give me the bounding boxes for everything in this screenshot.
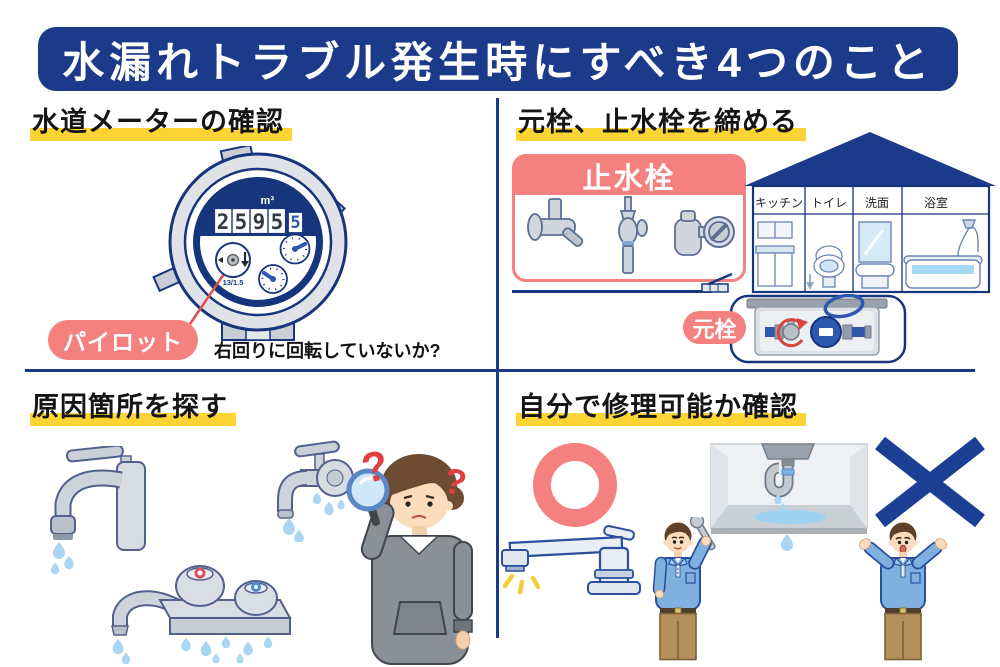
valve-handle-loop: [823, 294, 865, 319]
heading-highlight: 水道メーターの確認: [30, 107, 292, 141]
sparkle-icon: [502, 573, 541, 595]
frown-mouth: [411, 515, 427, 519]
washbasin-icon: [855, 221, 895, 289]
cold-indicator: [251, 582, 261, 592]
ng-cross-icon: [875, 437, 985, 528]
meter-unit: m³: [261, 195, 275, 207]
room-label-washroom: 洗面: [865, 196, 889, 210]
pilot-spec-label: 13/1.5: [223, 278, 244, 287]
service-stopcock-icon: [701, 272, 733, 293]
meter-caption: 右回りに回転していないか?: [214, 341, 441, 361]
stop-valve-card: 止水栓: [512, 154, 746, 282]
inline-valve-icon: [618, 196, 648, 274]
leak-puddle: [754, 510, 826, 524]
heading-find-cause: 原因箇所を探す: [30, 385, 236, 426]
repaired-faucet: [501, 525, 641, 595]
meter-sub-digit: 5: [290, 213, 300, 233]
under-sink-leak: [710, 443, 868, 534]
water-drop-icon: [781, 534, 793, 551]
angle-valve-slot-icon: [674, 210, 735, 256]
angle-valve-lever-icon: [527, 198, 584, 247]
meter-sub-dials: [258, 233, 311, 294]
pilot-dial: 13/1.5: [215, 242, 251, 287]
heading-highlight: 元栓、止水栓を締める: [516, 107, 806, 141]
pilot-label: パイロット: [48, 320, 198, 360]
hot-indicator: [194, 567, 206, 579]
two-handle-faucet-dripping: [111, 565, 292, 664]
ground-line: [512, 290, 712, 293]
water-meter-illustration: m³ 2 5 9 5 5: [152, 146, 348, 341]
heading-close-valves: 元栓、止水栓を締める: [516, 100, 806, 141]
pilot-pointer-line: [188, 267, 230, 325]
heading-check-water-meter: 水道メーターの確認: [30, 100, 292, 141]
meter-counter-display: m³ 2 5 9 5 5: [212, 195, 304, 236]
kitchen-icon: [755, 221, 795, 287]
main-valve-label: 元栓: [683, 311, 746, 344]
stop-valve-icons: [527, 196, 735, 274]
buried-pipe-and-meter: [765, 316, 872, 348]
stop-valve-label: 止水栓: [515, 157, 743, 195]
quadrant-divider-vertical: [496, 98, 499, 638]
shrugging-man: [858, 522, 948, 661]
confused-person-with-magnifier: [346, 454, 473, 665]
meter-digit-4: 5: [271, 210, 284, 234]
bathtub-icon: [903, 219, 983, 289]
kitchen-faucet-dripping: [50, 446, 146, 575]
room-label-toilet: トイレ: [811, 196, 847, 210]
room-label-kitchen: キッチン: [755, 196, 803, 210]
meter-digit-3: 9: [253, 210, 266, 234]
heading-highlight: 原因箇所を探す: [30, 392, 236, 426]
title-banner: 水漏れトラブル発生時にすべき4つのこと: [38, 27, 958, 91]
heading-highlight: 自分で修理可能か確認: [516, 392, 806, 426]
magnifier-icon: [346, 468, 390, 526]
page-title: 水漏れトラブル発生時にすべき4つのこと: [62, 38, 934, 86]
quadrant-divider-horizontal: [25, 369, 975, 372]
roof: [744, 132, 996, 186]
hoodie-pocket: [392, 601, 448, 635]
heading-self-repair: 自分で修理可能か確認: [516, 385, 806, 426]
water-drops: [112, 636, 273, 664]
man-with-wrench: [652, 517, 716, 661]
ok-circle-icon: [533, 443, 617, 527]
sink-underside: [760, 443, 816, 460]
water-drops: [50, 542, 74, 575]
toilet-icon: [806, 245, 845, 290]
room-label-bathroom: 浴室: [924, 195, 948, 210]
main-valve-box-illustration: [729, 294, 907, 364]
worried-mouth: [899, 544, 907, 554]
meter-digit-1: 2: [217, 210, 230, 234]
house-diagram: キッチン トイレ 洗面 浴室: [744, 132, 996, 294]
meter-digit-2: 5: [235, 210, 248, 234]
